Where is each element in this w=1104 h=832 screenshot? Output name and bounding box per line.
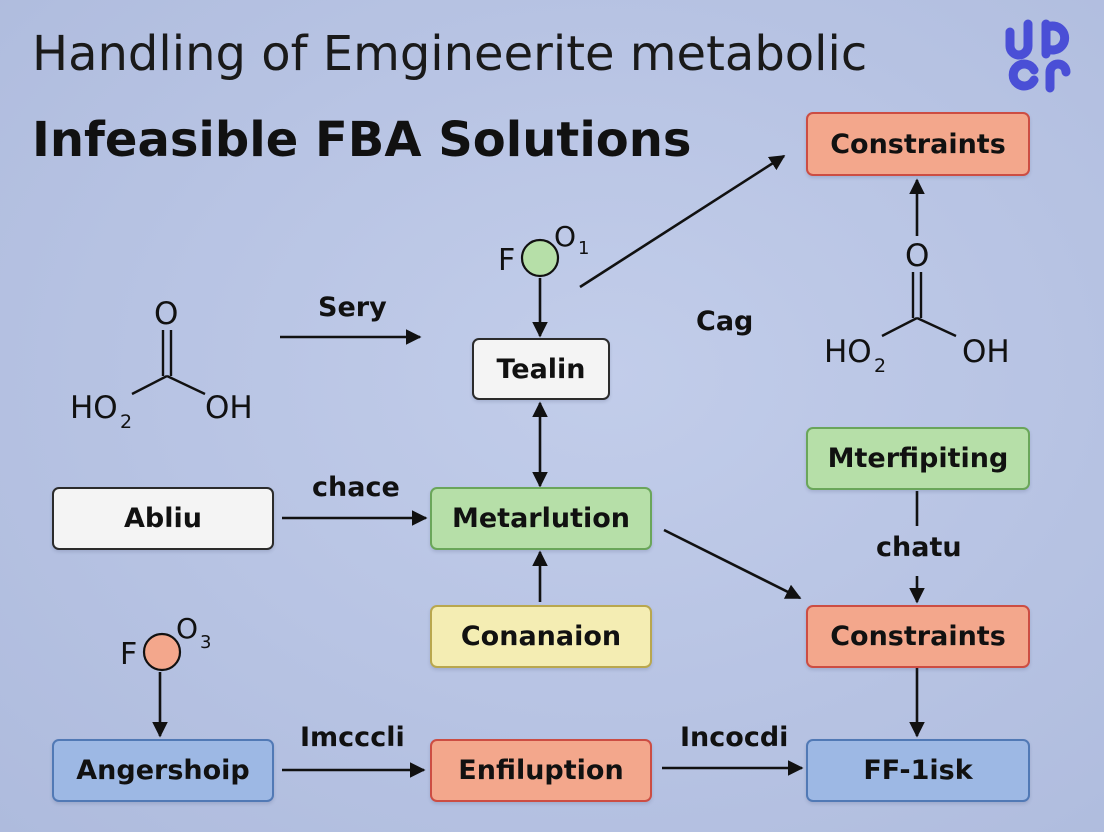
node-ff-1isk[interactable]: FF-1isk	[806, 739, 1030, 802]
edge-label-sery: Sery	[318, 292, 387, 323]
edge-label-chatu: chatu	[876, 532, 962, 563]
node-abliu[interactable]: Abliu	[52, 487, 274, 550]
right-acid-molecule: O HO 2 OH	[824, 238, 1010, 377]
edge-label-chace: chace	[312, 472, 400, 503]
left-acid-ho-sub: 2	[120, 411, 132, 433]
node-tealin[interactable]: Tealin	[472, 338, 610, 400]
node-metarlution[interactable]: Metarlution	[430, 487, 652, 550]
right-acid-ho: HO	[824, 334, 872, 370]
fo3-o: O	[176, 612, 198, 645]
node-angershoip[interactable]: Angershoip	[52, 739, 274, 802]
edge-label-imcccli: Imcccli	[300, 722, 405, 753]
fo1-o: O	[554, 220, 576, 253]
fo3-f: F	[120, 637, 137, 672]
edge-metarlution-to-constraints	[663, 528, 802, 600]
right-acid-top-o: O	[905, 238, 929, 274]
node-conanaion[interactable]: Conanaion	[430, 605, 652, 668]
node-enfiluption[interactable]: Enfiluption	[430, 739, 652, 802]
left-acid-top-o: O	[154, 296, 178, 332]
node-constraints-top[interactable]: Constraints	[806, 112, 1030, 176]
right-acid-oh: OH	[962, 334, 1010, 370]
node-mterfipiting[interactable]: Mterfipiting	[806, 427, 1030, 490]
node-constraints-mid[interactable]: Constraints	[806, 605, 1030, 668]
fo1-sub: 1	[578, 238, 589, 259]
right-acid-ho-sub: 2	[874, 355, 886, 377]
journal-logo-icon	[1005, 19, 1071, 93]
edge-fo1-to-constraints	[579, 154, 786, 289]
title-line-2: Infeasible FBA Solutions	[32, 112, 692, 168]
left-acid-molecule: O HO 2 OH	[70, 296, 253, 433]
edge-label-cag: Cag	[696, 306, 754, 337]
title-line-1: Handling of Emgineerite metabolic	[32, 26, 868, 82]
edge-label-incocdi: Incocdi	[680, 722, 789, 753]
fo3-sub: 3	[200, 632, 211, 653]
left-acid-oh: OH	[205, 390, 253, 426]
left-acid-ho: HO	[70, 390, 118, 426]
fo1-molecule: F O 1	[498, 220, 589, 278]
fo1-f: F	[498, 243, 515, 278]
fo3-molecule: F O 3	[120, 612, 211, 672]
